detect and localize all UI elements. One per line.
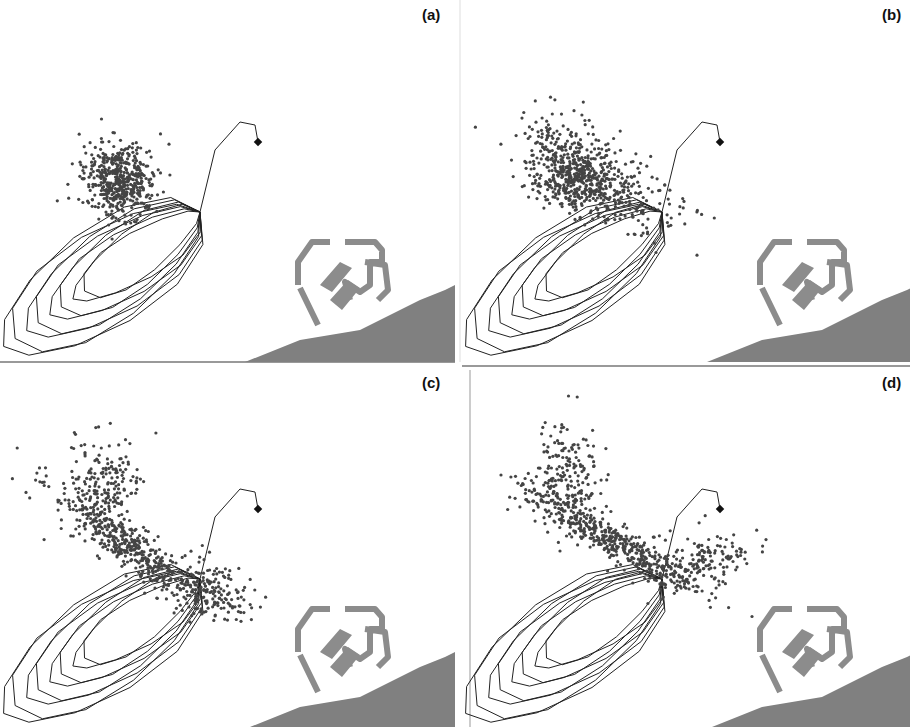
trajectory-loop	[535, 571, 663, 668]
trajectory-loop	[27, 200, 203, 337]
start-marker	[254, 505, 262, 513]
trajectory-tail	[200, 122, 258, 212]
trajectory-loop	[73, 204, 201, 301]
panel-figure	[466, 394, 910, 727]
trajectory-loop	[475, 204, 662, 351]
robot-track	[782, 262, 822, 310]
start-marker	[254, 138, 262, 146]
robot-body	[760, 242, 850, 325]
robot-track	[782, 629, 822, 677]
panel-divider	[460, 0, 461, 362]
panel-figure	[466, 96, 910, 362]
panel-label: (b)	[880, 6, 903, 23]
trajectory-loop	[4, 198, 203, 356]
particle-cloud	[56, 117, 172, 240]
trajectory-tail	[662, 489, 720, 579]
trajectory-loop	[466, 565, 665, 723]
panel-label: (d)	[880, 374, 903, 391]
particle-cloud	[474, 96, 716, 257]
trajectory-loop	[13, 571, 200, 719]
panel-label: (a)	[420, 6, 442, 23]
trajectory-loop	[475, 571, 662, 719]
trajectory-loop	[4, 565, 203, 723]
panel-divider	[462, 365, 910, 367]
trajectory-loop	[466, 198, 665, 356]
trajectory-loop	[489, 200, 665, 337]
trajectory-loop	[522, 576, 662, 683]
start-marker	[716, 505, 724, 513]
robot-body	[298, 609, 388, 692]
trajectory-loop	[73, 571, 201, 668]
panel-label: (c)	[420, 374, 442, 391]
trajectory-loop	[13, 204, 200, 351]
trajectory-loop	[60, 209, 200, 316]
panel-figure	[4, 422, 455, 727]
particle-cloud	[499, 394, 767, 618]
panel-figure	[4, 117, 455, 362]
trajectory-loop	[535, 204, 663, 301]
robot-track	[320, 629, 360, 677]
trajectory-tail	[662, 122, 720, 212]
robot-track	[320, 262, 360, 310]
trajectory-loop	[489, 567, 665, 704]
particle-cloud	[11, 422, 267, 624]
panel-divider	[470, 370, 471, 727]
trajectory-loop	[522, 209, 662, 316]
trajectory-loop	[60, 576, 200, 683]
trajectory-tail	[200, 489, 258, 579]
trajectory-loop	[27, 567, 203, 704]
robot-body	[760, 609, 850, 692]
robot-body	[298, 242, 388, 325]
start-marker	[716, 138, 724, 146]
